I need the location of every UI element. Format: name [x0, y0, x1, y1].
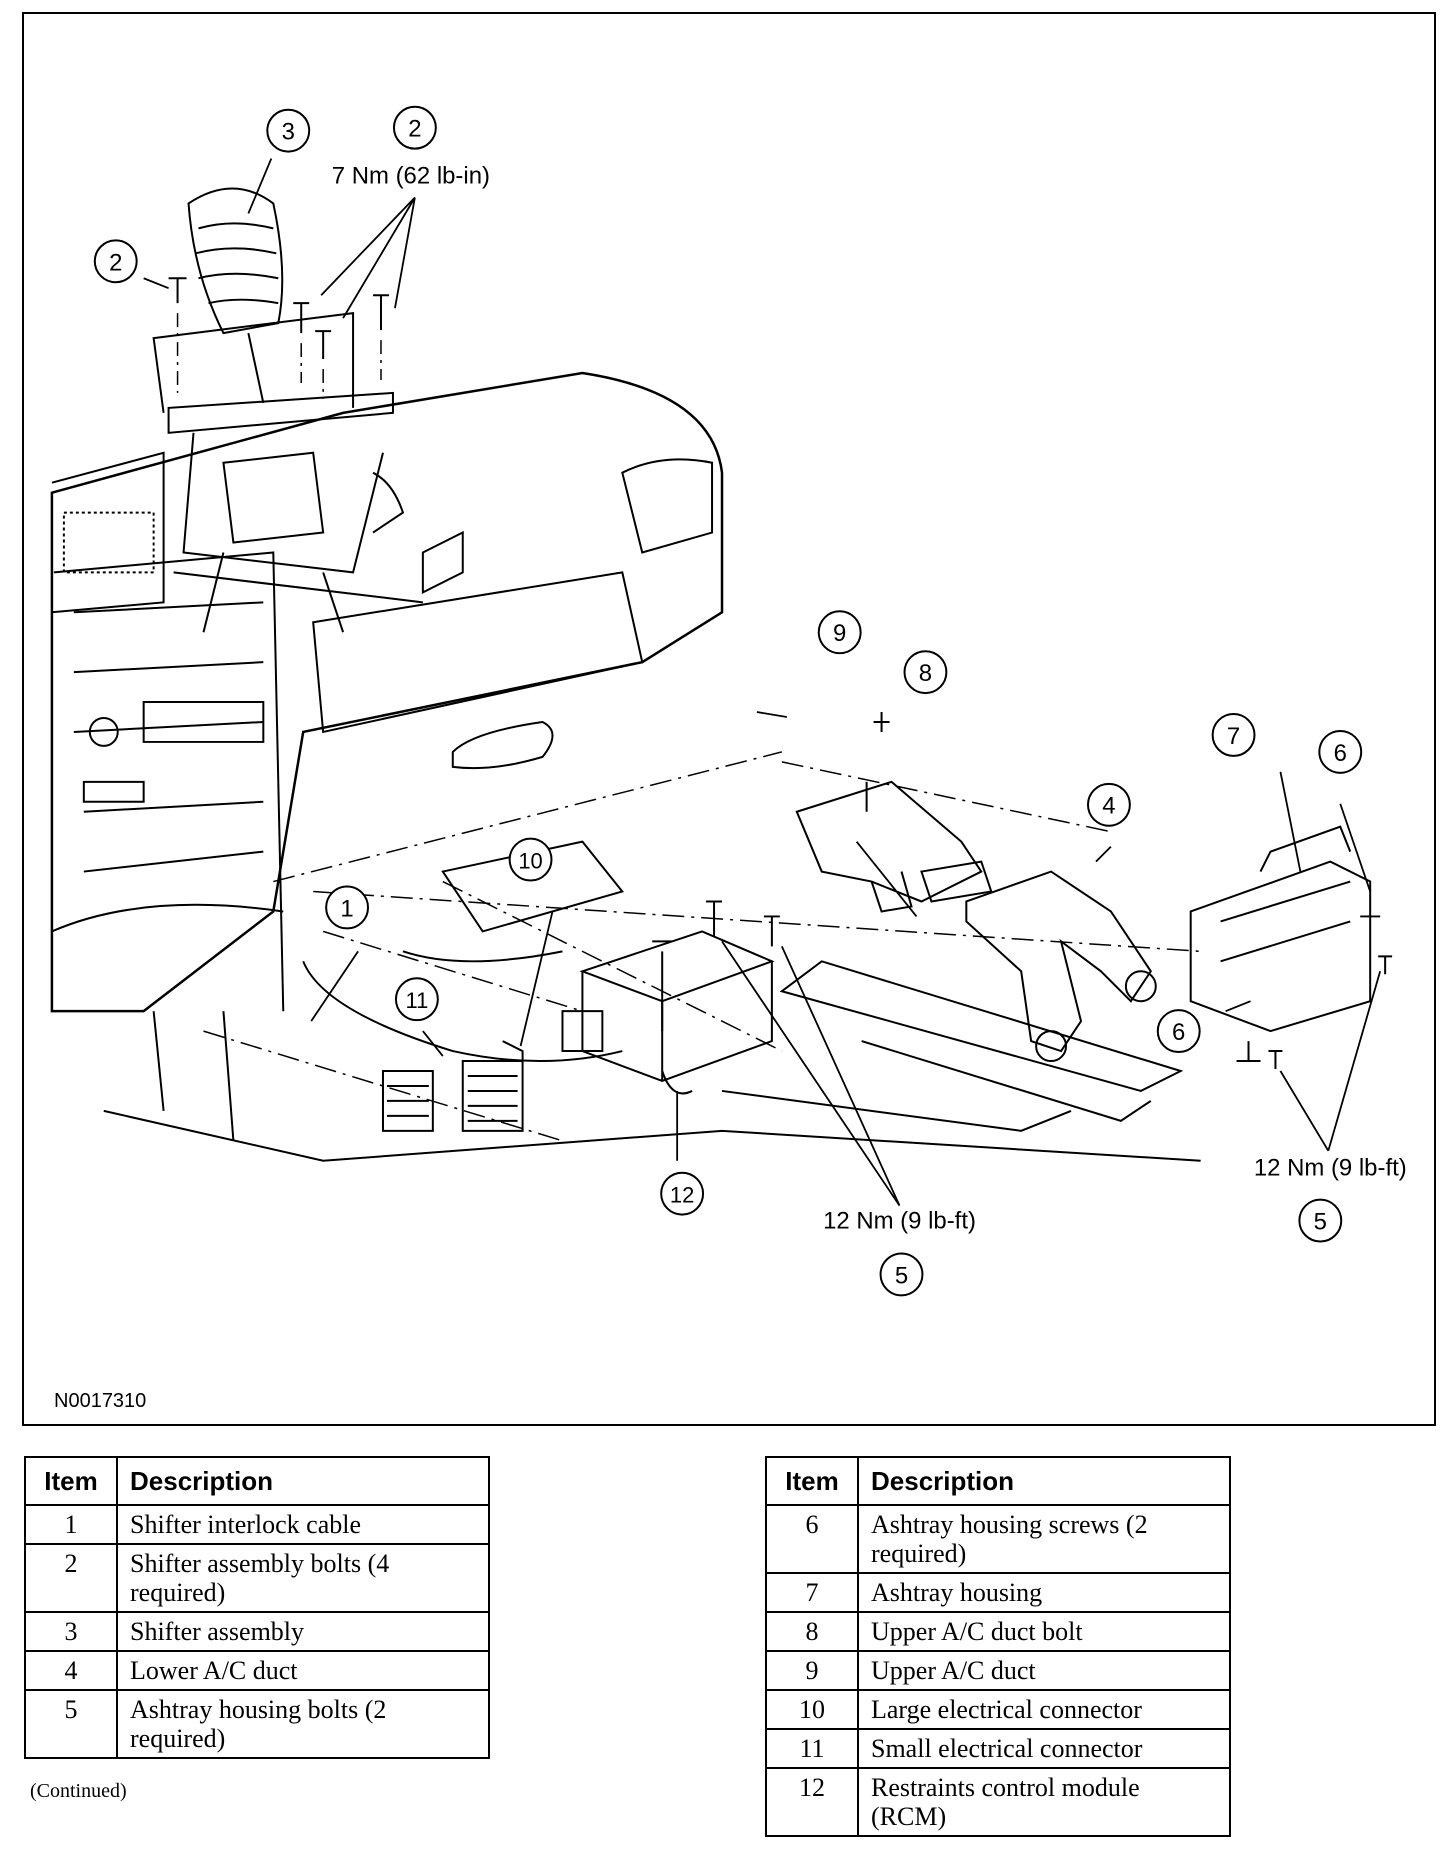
- description-header: Description: [116, 1456, 490, 1506]
- callout-1-label: 1: [340, 895, 353, 922]
- torque-label-right: 12 Nm (9 lb-ft): [1254, 1155, 1407, 1182]
- torque-label-shifter: 7 Nm (62 lb-in): [332, 163, 490, 190]
- item-description: Restraints control module (RCM): [857, 1767, 1231, 1837]
- description-header: Description: [857, 1456, 1231, 1506]
- upper-ac-duct-drawing: [795, 712, 993, 913]
- callout-4: 4: [1086, 782, 1131, 827]
- item-number: 8: [765, 1611, 859, 1652]
- callout-7-label: 7: [1227, 723, 1240, 750]
- item-description: Large electrical connector: [857, 1689, 1231, 1730]
- callout-1: 1: [325, 885, 370, 930]
- item-number: 7: [765, 1572, 859, 1613]
- item-description: Shifter interlock cable: [116, 1504, 490, 1545]
- callout-8-label: 8: [919, 660, 932, 687]
- callout-9-label: 9: [833, 620, 846, 647]
- item-description: Small electrical connector: [857, 1728, 1231, 1769]
- callout-12: 12: [660, 1171, 705, 1216]
- continued-note: (Continued): [30, 1780, 127, 1802]
- callout-2-top: 2: [392, 105, 437, 150]
- electrical-connectors-drawing: [381, 1040, 524, 1132]
- item-number: 6: [765, 1504, 859, 1574]
- exploded-view-figure: 3 2 7 Nm (62 lb-in) 2 9 8 7 6 4: [22, 12, 1436, 1426]
- callout-5-right-label: 5: [1314, 1209, 1327, 1236]
- item-number: 3: [24, 1611, 118, 1652]
- callout-2-left: 2: [93, 239, 138, 284]
- callout-6-bottom: 6: [1156, 1009, 1201, 1054]
- item-number: 10: [765, 1689, 859, 1730]
- item-number: 5: [24, 1689, 118, 1759]
- callout-6-bottom-label: 6: [1172, 1019, 1185, 1046]
- dashboard-drawing: [50, 312, 724, 1013]
- callout-10: 10: [508, 837, 553, 882]
- shifter-bolts: [168, 277, 389, 399]
- torque-label-center: 12 Nm (9 lb-ft): [823, 1208, 976, 1235]
- item-number: 2: [24, 1543, 118, 1613]
- callout-10-label: 10: [518, 849, 542, 874]
- item-description: Ashtray housing screws (2 required): [857, 1504, 1231, 1574]
- callout-6-top: 6: [1318, 729, 1363, 774]
- item-header: Item: [765, 1456, 859, 1506]
- item-number: 11: [765, 1728, 859, 1769]
- callout-2-top-label: 2: [408, 116, 421, 143]
- item-number: 9: [765, 1650, 859, 1691]
- callout-5-center: 5: [879, 1252, 924, 1297]
- callout-6-top-label: 6: [1334, 740, 1347, 767]
- shifter-drawing: [167, 187, 464, 633]
- callout-3: 3: [266, 108, 311, 153]
- callout-7: 7: [1211, 713, 1256, 757]
- item-description: Upper A/C duct: [857, 1650, 1231, 1691]
- table-header-row: Item Description: [765, 1456, 1231, 1506]
- callout-12-label: 12: [670, 1183, 694, 1208]
- callouts-layer: 3 2 7 Nm (62 lb-in) 2 9 8 7 6 4: [93, 105, 1407, 1297]
- callout-11: 11: [394, 977, 439, 1022]
- callout-11-label: 11: [406, 988, 429, 1013]
- ashtray-housing-drawing: [1189, 825, 1393, 1070]
- item-description: Lower A/C duct: [116, 1650, 490, 1691]
- item-number: 4: [24, 1650, 118, 1691]
- callout-9: 9: [817, 610, 862, 655]
- item-number: 1: [24, 1504, 118, 1545]
- callout-3-label: 3: [282, 119, 295, 146]
- item-header: Item: [24, 1456, 118, 1506]
- callout-4-label: 4: [1102, 793, 1115, 820]
- alignment-lines: [203, 751, 1201, 1142]
- table-header-row: Item Description: [24, 1456, 490, 1506]
- item-number: 12: [765, 1767, 859, 1837]
- callout-5-right: 5: [1298, 1198, 1343, 1243]
- item-description: Shifter assembly: [116, 1611, 490, 1652]
- figure-id: N0017310: [54, 1390, 147, 1412]
- line-drawing: [50, 158, 1393, 1207]
- callout-2-left-label: 2: [109, 249, 122, 276]
- item-description: Shifter assembly bolts (4 required): [116, 1543, 490, 1613]
- item-description: Ashtray housing: [857, 1572, 1231, 1613]
- item-description: Ashtray housing bolts (2 required): [116, 1689, 490, 1759]
- item-description: Upper A/C duct bolt: [857, 1611, 1231, 1652]
- leader-lines: [143, 158, 1382, 1207]
- callout-5-center-label: 5: [895, 1262, 908, 1289]
- callout-8: 8: [903, 650, 948, 695]
